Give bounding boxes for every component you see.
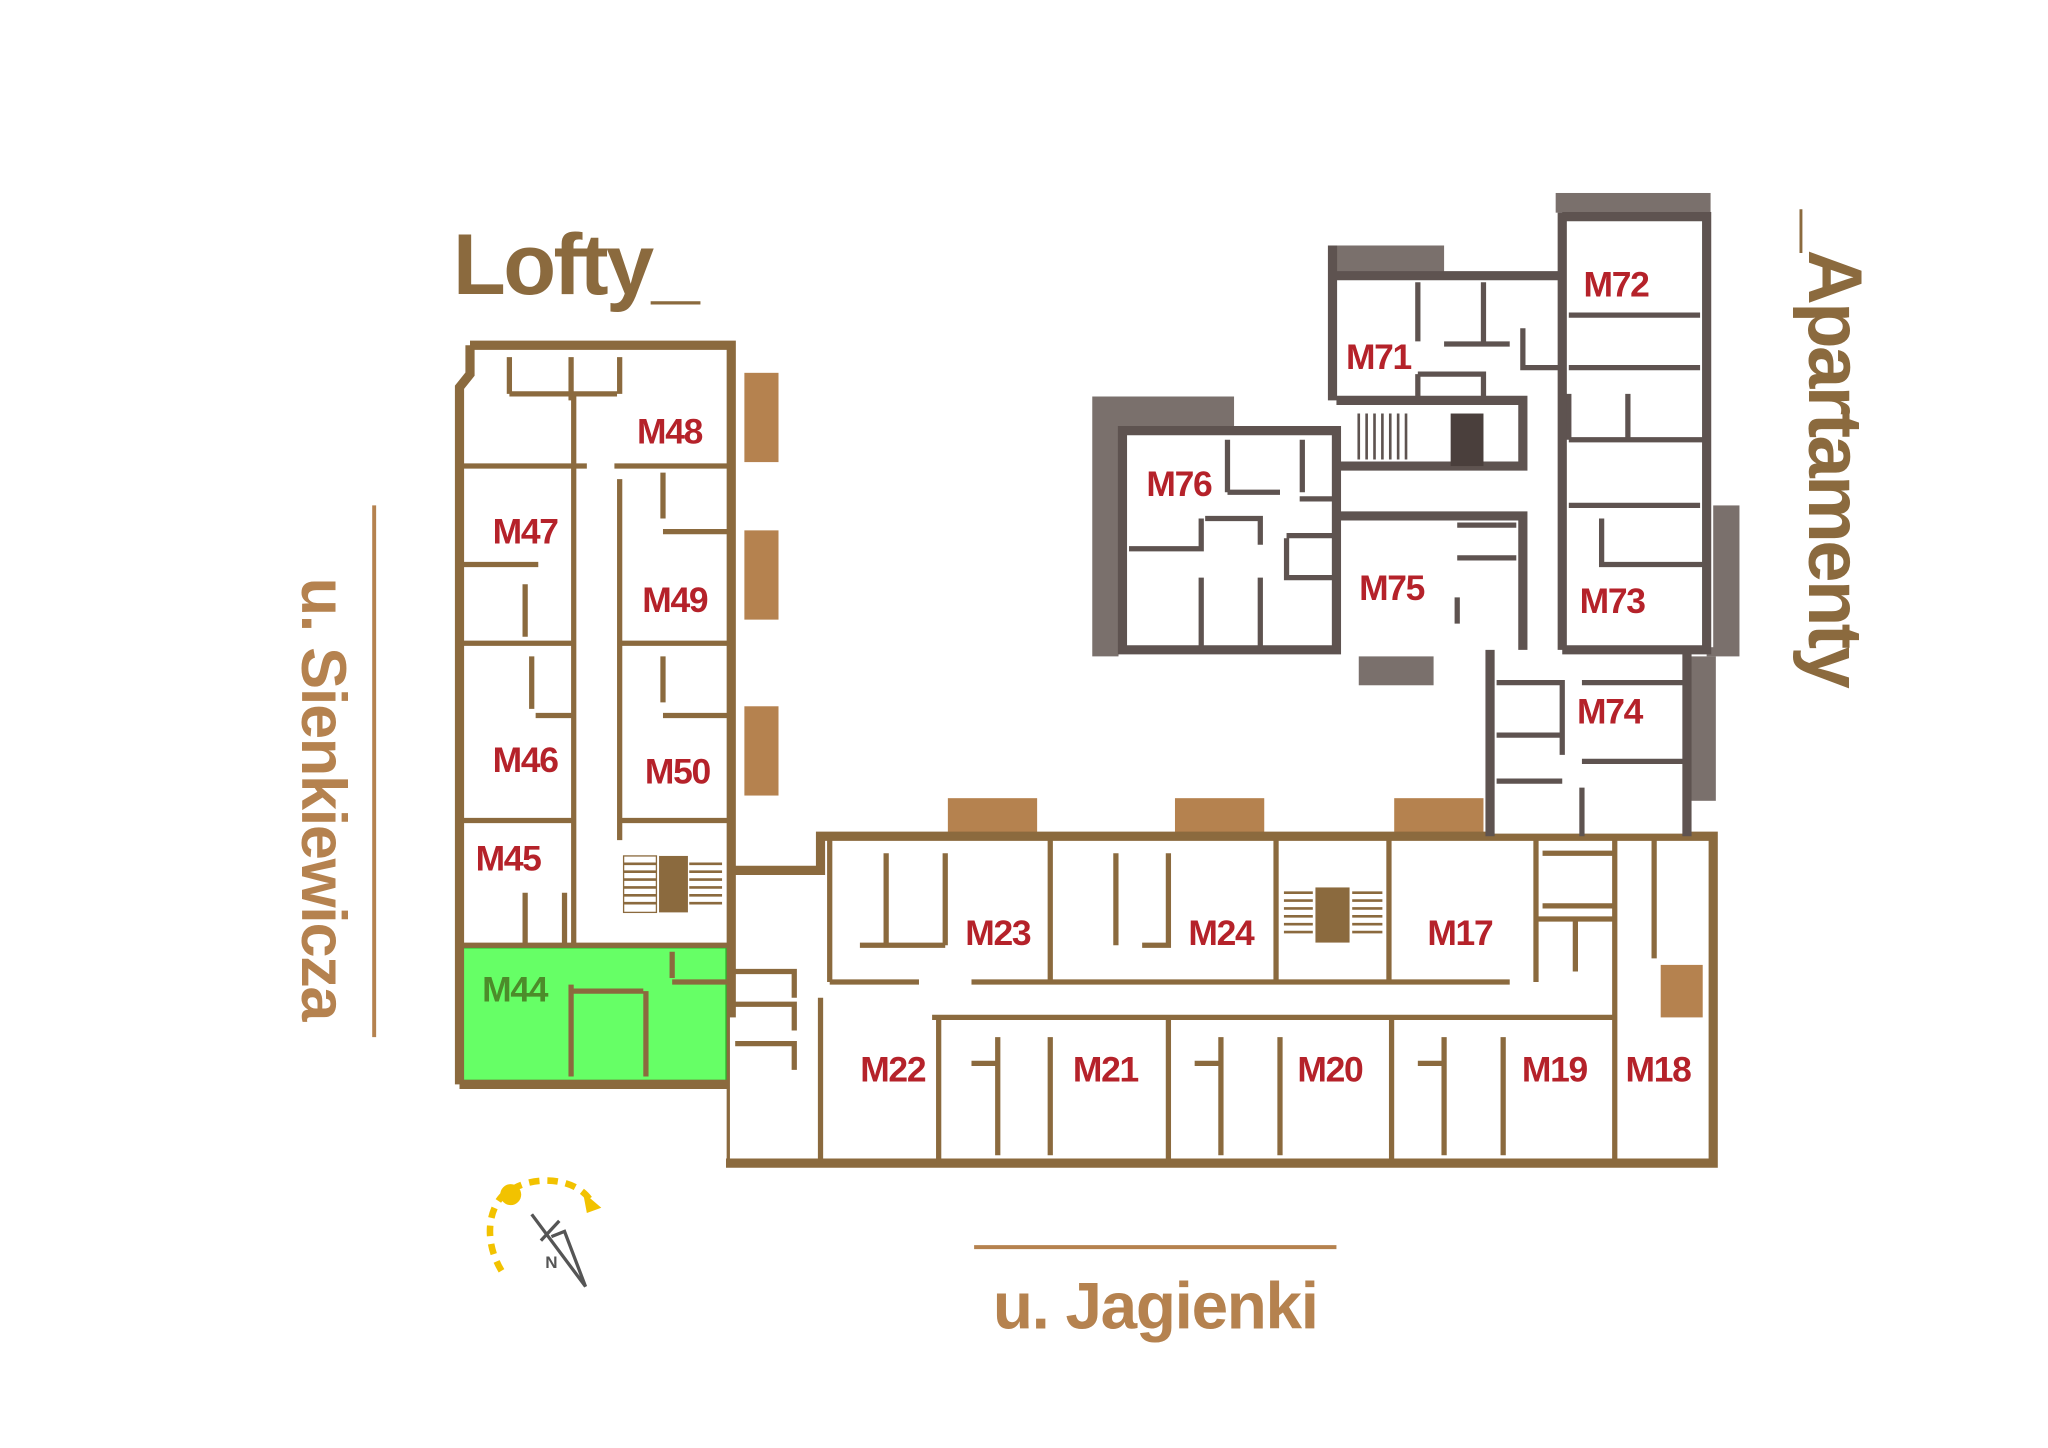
terrace: [1686, 656, 1716, 801]
apartments-building: [1092, 192, 1740, 837]
unit-M18[interactable]: [1614, 1017, 1710, 1160]
unit-label-M21: M21: [1073, 1050, 1139, 1090]
compass-north-label: N: [545, 1253, 557, 1272]
balcony: [1394, 798, 1484, 837]
lofty-title: Lofty_: [453, 217, 701, 313]
unit-label-M76: M76: [1146, 464, 1212, 504]
terrace: [1555, 192, 1711, 213]
unit-M22[interactable]: [729, 1017, 939, 1160]
unit-label-M20: M20: [1297, 1050, 1363, 1090]
unit-M21[interactable]: [938, 1017, 1169, 1160]
sun-arrow-icon: [582, 1192, 602, 1214]
unit-label-M72: M72: [1584, 265, 1650, 305]
balcony: [744, 706, 779, 796]
unit-M24[interactable]: [1050, 840, 1277, 982]
bottom-building: [725, 798, 1718, 1168]
unit-M73[interactable]: [1566, 439, 1714, 648]
unit-label-M23: M23: [965, 913, 1031, 953]
lofty-building: [454, 340, 779, 1164]
unit-label-M47: M47: [493, 511, 559, 551]
apartments-stairs: [1357, 413, 1484, 467]
compass: N: [486, 1177, 602, 1288]
unit-label-M48: M48: [637, 412, 703, 452]
unit-label-M44: M44: [482, 970, 549, 1010]
street-west-label: u. Sienkiewicza: [288, 578, 358, 1023]
unit-label-M71: M71: [1346, 337, 1412, 377]
unit-M46[interactable]: [463, 643, 574, 821]
unit-label-M73: M73: [1580, 581, 1646, 621]
lofty-stairs: [622, 855, 723, 914]
unit-label-M24: M24: [1188, 913, 1255, 953]
sun-icon: [500, 1184, 522, 1206]
unit-M72[interactable]: [1566, 216, 1705, 440]
unit-M49[interactable]: [619, 466, 728, 644]
apartments-title: _Apartamenty: [1792, 209, 1877, 688]
north-arrow-icon: [530, 1213, 588, 1288]
terrace: [1329, 245, 1445, 275]
unit-label-M17: M17: [1427, 913, 1493, 953]
unit-M50[interactable]: [619, 643, 728, 821]
unit-M45[interactable]: [463, 820, 574, 946]
unit-M47[interactable]: [463, 466, 574, 644]
unit-M44[interactable]: [458, 944, 730, 1084]
unit-label-M50: M50: [645, 752, 711, 792]
balcony: [744, 372, 779, 463]
balcony: [947, 798, 1038, 837]
balcony: [1174, 798, 1265, 837]
unit-label-M22: M22: [860, 1050, 926, 1090]
unit-labels: M48 M47 M49 M46 M50 M45 M44 M23 M24 M17 …: [476, 265, 1693, 1090]
street-south-label: u. Jagienki: [993, 1270, 1318, 1343]
unit-M17[interactable]: [1388, 840, 1615, 982]
unit-label-M19: M19: [1522, 1050, 1588, 1090]
unit-M23[interactable]: [824, 840, 1051, 982]
balcony: [744, 530, 779, 620]
unit-label-M18: M18: [1626, 1050, 1692, 1090]
unit-M75[interactable]: [1339, 515, 1519, 648]
unit-label-M75: M75: [1359, 568, 1425, 608]
unit-label-M45: M45: [476, 838, 542, 878]
unit-label-M46: M46: [493, 740, 559, 780]
terrace: [1358, 656, 1434, 686]
unit-label-M49: M49: [642, 580, 708, 620]
bottom-stairs: [1283, 887, 1383, 943]
terrace: [1092, 396, 1235, 657]
unit-label-M74: M74: [1577, 691, 1644, 731]
